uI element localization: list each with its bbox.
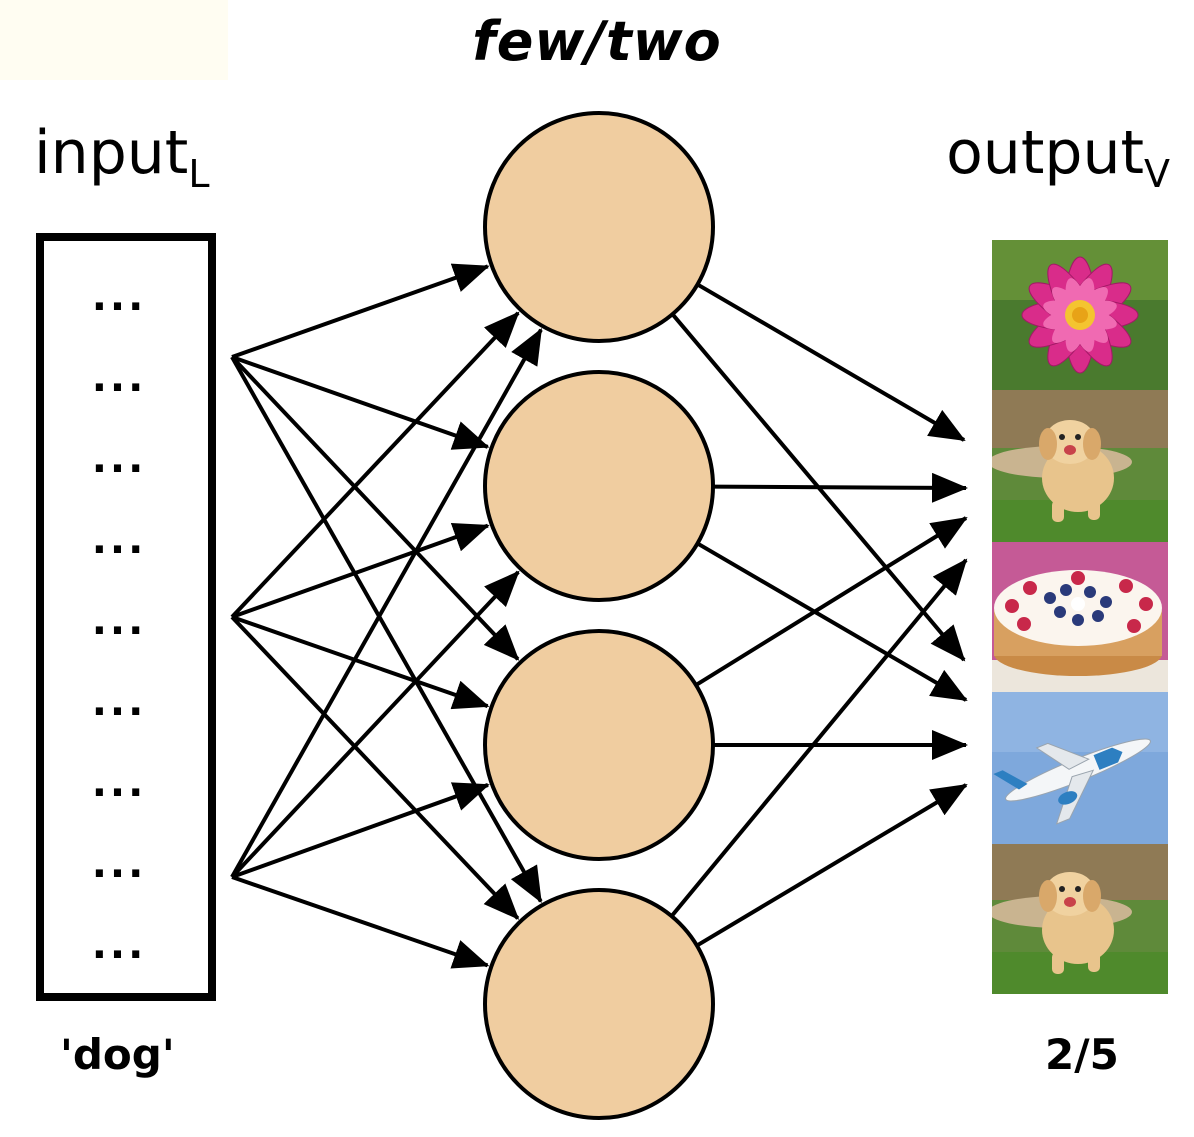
connection-arrow	[694, 516, 968, 687]
connection-arrow	[231, 875, 490, 969]
input-row-dots: ...	[92, 679, 147, 725]
connection-arrow	[230, 311, 520, 619]
connection-arrow	[670, 558, 968, 918]
puppy-image-repeat	[992, 844, 1168, 994]
connection-arrow	[231, 615, 490, 710]
connection-arrows	[230, 263, 968, 969]
connection-arrow	[231, 522, 490, 619]
diagram-title: few/two	[472, 10, 722, 73]
connection-arrow	[712, 472, 968, 503]
connection-arrow	[231, 782, 490, 879]
hidden-layer	[483, 111, 715, 1120]
input-rows: ...........................	[92, 274, 147, 968]
airplane-image	[992, 692, 1168, 844]
input-row-dots: ...	[92, 436, 147, 482]
connection-arrow	[230, 615, 520, 920]
input-row-dots: ...	[92, 274, 147, 320]
hidden-neuron	[483, 111, 715, 343]
hidden-neuron	[483, 629, 715, 861]
connection-arrow	[230, 570, 520, 879]
hidden-neuron	[483, 888, 715, 1120]
output-image-strip	[992, 240, 1168, 994]
connection-arrow	[231, 355, 490, 450]
connection-arrow	[230, 328, 543, 878]
input-row-dots: ...	[92, 922, 147, 968]
hidden-neuron	[483, 370, 715, 602]
cake-image	[992, 542, 1168, 692]
input-vector-box	[36, 233, 216, 1001]
input-row-dots: ...	[92, 355, 147, 401]
input-row-dots: ...	[92, 517, 147, 563]
corner-tint	[0, 0, 228, 80]
connection-arrow	[696, 282, 966, 442]
output-subscript: V	[1144, 152, 1170, 196]
connection-arrow	[695, 783, 968, 948]
input-header: inputL	[34, 118, 210, 196]
input-row-dots: ...	[92, 598, 147, 644]
connection-arrow	[230, 356, 543, 904]
input-label: input	[34, 118, 189, 188]
input-subscript: L	[188, 152, 210, 196]
input-caption: 'dog'	[60, 1030, 175, 1079]
connection-arrow	[230, 355, 520, 661]
output-header: outputV	[946, 118, 1170, 196]
input-row-dots: ...	[92, 760, 147, 806]
input-row-dots: ...	[92, 841, 147, 887]
output-label: output	[946, 118, 1144, 188]
puppy-image	[992, 390, 1168, 542]
flower-image	[992, 240, 1168, 390]
connection-arrow	[696, 541, 968, 702]
connection-arrow	[231, 263, 490, 359]
output-caption: 2/5	[1045, 1030, 1119, 1079]
